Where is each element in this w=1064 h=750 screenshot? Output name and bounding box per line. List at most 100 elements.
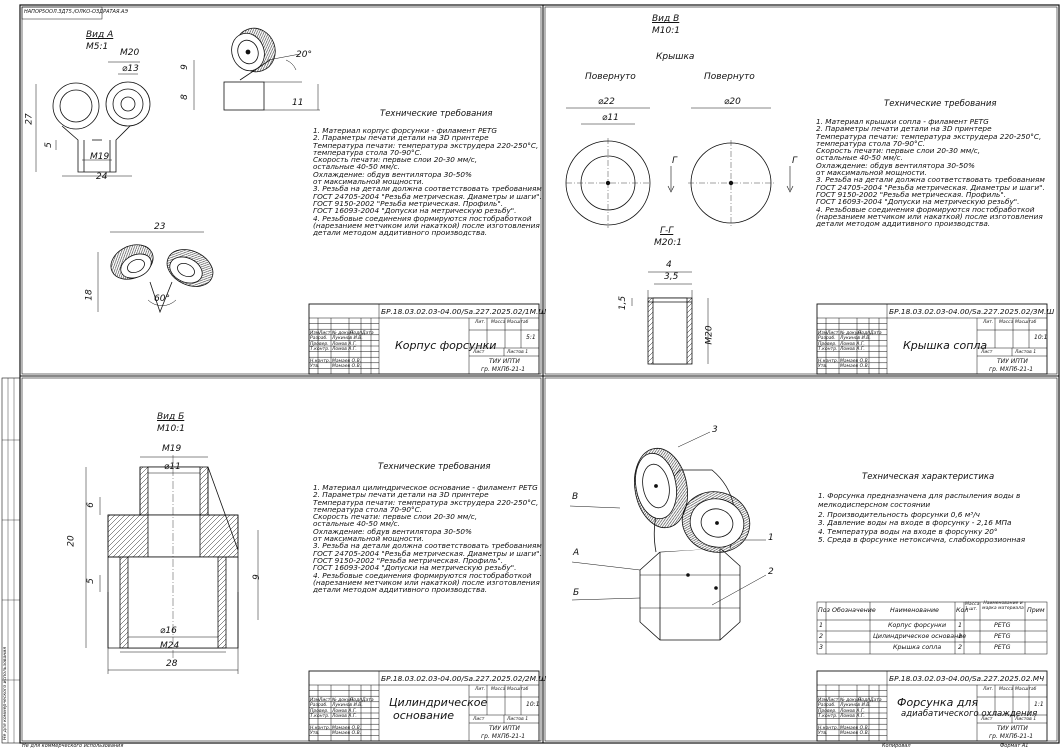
q2-req-line: Температура печати: температура экструде…	[816, 131, 1042, 141]
stamp-label-nkontr: Н.контр.	[818, 358, 839, 364]
dim-d13: ⌀13	[122, 64, 139, 74]
q1-req-line: температура стола 70-90°С.	[313, 147, 423, 157]
stamp-author-5: Мамаев О.В.	[332, 731, 362, 737]
bom-mat-3: PETG	[994, 644, 1011, 651]
stamp-label-nkontr: Н.контр.	[310, 358, 331, 364]
title-blocks	[308, 303, 1048, 742]
binding-strip-1: Не для коммерческого использования	[3, 647, 8, 740]
q2-req-line: ГОСТ 9150-2002 "Резьба метрическая. Проф…	[816, 189, 1007, 199]
q1-view-scale: М5:1	[86, 42, 109, 52]
q2-req-line: 2. Параметры печати детали на 3D принтер…	[816, 124, 992, 134]
q3-req-line: от максимальной мощности.	[313, 534, 424, 544]
q2-req-title: Технические требования	[884, 99, 997, 109]
stamp-frame	[816, 670, 1048, 742]
q3-req-line: Скорость печати: первые слои 20-30 мм/с,	[313, 512, 478, 522]
q3-req-title: Технические требования	[378, 462, 491, 472]
q3-view-scale: М10:1	[157, 424, 185, 434]
stamp-name-line2: основание	[393, 709, 455, 722]
dim-d11: ⌀11	[602, 113, 619, 123]
dim-5: 5	[43, 142, 54, 148]
dim-m20-b: М20	[704, 325, 715, 345]
stamp-label-listn: Лист	[473, 717, 485, 722]
bom-header-prim: Прим	[1027, 607, 1045, 614]
q2-rot-2: Повернуто	[704, 72, 755, 82]
q4-char-line: мелкодисперсном состоянии	[818, 499, 931, 509]
stamp-scale: 10:1	[526, 701, 540, 708]
stamp-frame	[308, 670, 540, 742]
footer-copied: Копировал	[882, 743, 911, 749]
dim-28: 28	[166, 659, 178, 669]
q1-req-line: 1. Материал корпус форсунки - филамент P…	[313, 126, 497, 135]
stamp-label-masht: Масштаб	[507, 687, 529, 692]
callout-2: 2	[768, 567, 774, 577]
q2-req-line: 4. Резьбовые соединения формируются пост…	[816, 204, 1035, 214]
stamp-scale: 1:1	[1034, 701, 1044, 708]
dim-9: 9	[179, 64, 190, 70]
stamp-label-podp: Подп.	[350, 330, 364, 336]
stamp-label-masht: Масштаб	[507, 320, 529, 325]
stamp-label-izm: Изм.	[310, 697, 321, 703]
stamp-group: ТИУ ИПТИ	[489, 725, 520, 732]
bom-pos-1: 1	[819, 622, 824, 629]
callout-a: А	[573, 548, 580, 558]
stamp-author-4: Мамаев О.В.	[840, 358, 870, 364]
dim-d16: ⌀16	[160, 626, 177, 636]
q1-req-line: 3. Резьба на детали должна соответствова…	[313, 184, 542, 194]
q4-char-line: 1. Форсунка предназначена для распыления…	[818, 491, 1021, 500]
stamp-label-nkontr: Н.контр.	[818, 725, 839, 731]
q2-req-line: 1. Материал крышки сопла - филамент PETG	[816, 117, 989, 126]
stamp-author-3: Ломов А.Г.	[332, 347, 357, 353]
q3-req-line: ГОСТ 16093-2004 "Допуски на метрическую …	[313, 563, 517, 573]
dim-5-b: 5	[85, 578, 96, 584]
q3-view-label: Вид Б	[157, 412, 185, 422]
stamp-group: ТИУ ИПТИ	[997, 725, 1028, 732]
q2-req-line: детали методом аддитивного производства.	[816, 219, 991, 229]
stamp-label-listn: Лист	[473, 350, 485, 355]
q3-req-line: Охлаждение: обдув вентилятора 30-50%	[313, 526, 472, 536]
section-label: Г-Г	[660, 226, 674, 236]
dim-m19-b: М19	[162, 444, 182, 454]
stamp-label-razrab: Разраб.	[310, 703, 328, 709]
bom-header-mat: Наименование и марка материала	[982, 601, 1024, 611]
q1-req-list: 1. Материал корпус форсунки - филамент P…	[313, 126, 542, 237]
stamp-label-utv: Утв.	[310, 364, 320, 370]
stamp-group: ТИУ ИПТИ	[997, 358, 1028, 365]
q4-char-line: 4. Температура воды на входе в форсунку …	[818, 526, 998, 536]
dim-m24: М24	[160, 641, 180, 651]
q3-req-line: ГОСТ 9150-2002 "Резьба метрическая. Проф…	[313, 555, 504, 565]
bom-header-mass: Масса 1 шт.	[965, 602, 980, 612]
bom-header-qty: Кол	[956, 607, 969, 614]
bom-header-oboz: Обозначение	[832, 607, 876, 614]
bom-qty-3: 2	[958, 644, 963, 651]
q2-req-line: (нарезанием метчиком или накаткой) после…	[816, 211, 1043, 221]
stamp-name: Корпус форсунки	[395, 339, 497, 352]
stamp-label-podp: Подп.	[350, 697, 364, 703]
stamp-name-line2: адиабатического охлаждения	[901, 709, 1038, 719]
q1-req-line: 4. Резьбовые соединения формируются пост…	[313, 213, 532, 223]
q3-req-line: детали методом аддитивного производства.	[313, 585, 488, 595]
stamp-frame	[308, 303, 540, 375]
stamp-label-podp: Подп.	[858, 330, 872, 336]
stamp-author-3: Ломов А.Г.	[840, 714, 865, 720]
stamp-name: Крышка сопла	[903, 339, 988, 352]
stamp-label-listn: Лист	[981, 717, 993, 722]
stamp-group: ТИУ ИПТИ	[489, 358, 520, 365]
stamp-label-prov: Провер.	[310, 341, 329, 347]
stamp-label-lit: Лит.	[475, 687, 486, 692]
stamp-label-lit: Лит.	[475, 320, 486, 325]
q2-drawings	[565, 107, 794, 365]
bom-name-3: Крышка сопла	[893, 644, 942, 651]
stamp-author-2: Ломов А.Г.	[332, 708, 357, 714]
stamp-label-massa: Масса	[491, 320, 506, 325]
callout-3: 3	[712, 425, 718, 435]
binding-label-left: Не для коммерческого использования	[3, 646, 8, 740]
q2-req-line: 3. Резьба на детали должна соответствова…	[816, 175, 1045, 185]
stamp-group2: гр. МХПб-21-1	[481, 733, 526, 740]
dim-6: 6	[85, 502, 96, 508]
dim-24: 24	[96, 172, 108, 182]
dim-3-5: 3,5	[664, 272, 679, 282]
stamp-author-2: Ломов А.Г.	[840, 708, 865, 714]
q4-char-title: Техническая характеристика	[862, 472, 995, 482]
q1-req-line: (нарезанием метчиком или накаткой) после…	[313, 220, 540, 230]
